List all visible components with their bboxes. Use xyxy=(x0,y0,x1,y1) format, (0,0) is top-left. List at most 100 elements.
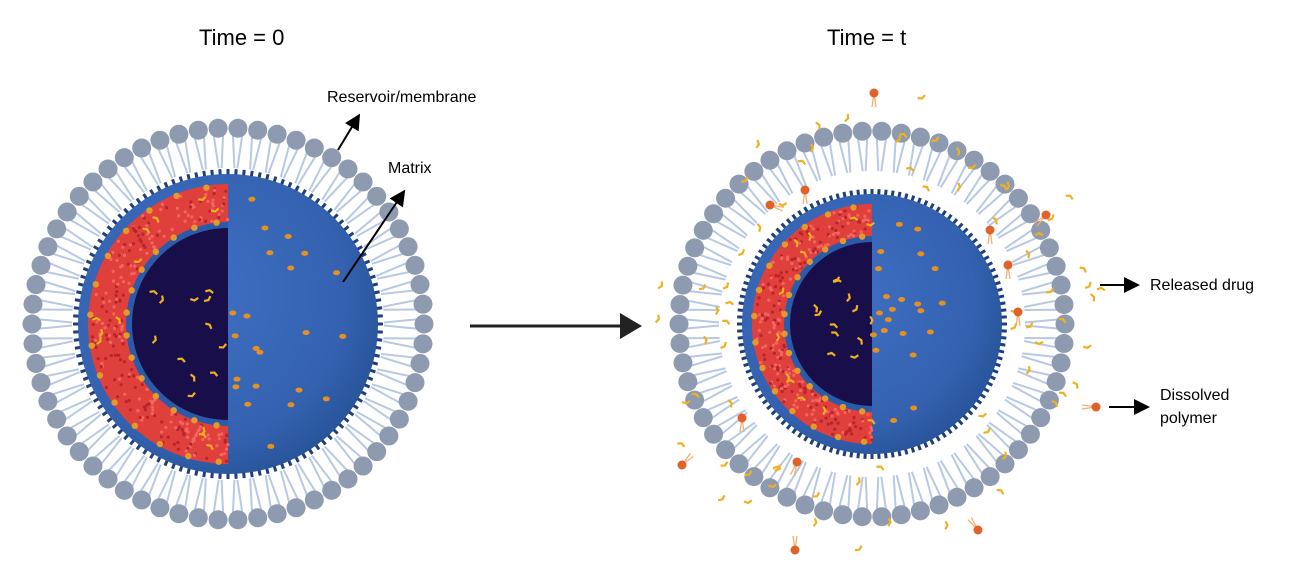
drug-molecule xyxy=(831,331,840,337)
reservoir-texture xyxy=(833,427,837,431)
core-bead xyxy=(123,309,130,316)
core-bead xyxy=(781,330,788,338)
matrix-drug-dot xyxy=(869,332,877,338)
title-time-0: Time = 0 xyxy=(199,25,285,50)
reservoir-texture xyxy=(861,419,865,423)
lipid-tail xyxy=(383,324,419,330)
polymer-head xyxy=(677,460,687,470)
drug-molecule xyxy=(717,494,726,502)
lipid-tail xyxy=(252,136,263,171)
drug-molecule xyxy=(743,499,753,505)
lipid-tail xyxy=(107,176,133,203)
lipid-tail xyxy=(864,137,869,172)
drug-molecule xyxy=(158,295,165,304)
lipid-head xyxy=(267,124,287,144)
time-arrow-head xyxy=(620,313,642,339)
reservoir-texture xyxy=(787,372,791,376)
annotation-arrows xyxy=(337,113,1150,415)
reservoir-texture xyxy=(772,384,777,388)
reservoir-texture xyxy=(107,299,112,303)
drug-molecule xyxy=(720,461,729,467)
drug-molecule xyxy=(814,310,823,317)
lipid-tail xyxy=(363,400,393,422)
matrix-drug-dot xyxy=(284,233,292,239)
lipid-head xyxy=(760,478,780,498)
matrix-drug-dot xyxy=(267,443,275,449)
drug-molecule xyxy=(851,304,859,313)
lipid-head xyxy=(150,498,170,518)
reservoir-texture xyxy=(131,226,135,230)
lipid-tail xyxy=(80,423,110,445)
reservoir-texture xyxy=(145,224,149,228)
lipid-head xyxy=(57,202,77,222)
lipid-tail xyxy=(308,456,326,489)
reservoir-texture xyxy=(186,435,190,439)
matrix-drug-dot xyxy=(909,352,917,358)
reservoir-texture xyxy=(846,221,850,225)
matrix-drug-dot xyxy=(899,331,907,337)
lipid-tail xyxy=(139,155,159,186)
reservoir-texture xyxy=(847,409,851,413)
matrix-drug-dot xyxy=(295,387,303,393)
drug-molecule xyxy=(738,248,745,257)
reservoir-texture xyxy=(781,281,785,286)
reservoir-texture xyxy=(212,188,217,192)
lipid-head xyxy=(169,124,189,144)
reservoir-texture xyxy=(790,389,794,394)
reservoir-texture xyxy=(220,209,224,213)
reservoir-texture xyxy=(859,426,863,431)
reservoir-texture xyxy=(145,387,149,391)
drug-core xyxy=(132,228,228,420)
reservoir-texture xyxy=(176,441,180,445)
lipid-tail xyxy=(975,184,999,213)
shell-bead xyxy=(850,204,857,211)
reservoir-texture xyxy=(766,282,771,286)
drug-molecule xyxy=(740,176,749,183)
lipid-head xyxy=(114,148,134,168)
core-bead xyxy=(191,417,198,424)
lipid-tail xyxy=(321,447,342,478)
drug-molecule xyxy=(1072,381,1079,389)
lipid-tail xyxy=(1006,236,1039,252)
lipid-head xyxy=(704,424,724,444)
reservoir-texture xyxy=(867,209,871,213)
lipid-tail xyxy=(220,134,225,169)
reservoir-texture xyxy=(100,321,105,326)
drug-molecule xyxy=(134,257,143,264)
reservoir-texture xyxy=(798,262,803,266)
drug-molecule xyxy=(991,216,998,225)
reservoir-texture xyxy=(140,383,144,387)
reservoir-texture xyxy=(770,310,775,314)
lipid-tail xyxy=(99,437,123,466)
reservoir-texture xyxy=(864,218,868,222)
reservoir-texture xyxy=(807,247,811,252)
lipid-tail xyxy=(847,475,852,510)
lipid-tail xyxy=(122,164,146,194)
reservoir-texture xyxy=(225,217,230,222)
reservoir-texture xyxy=(779,387,784,391)
reservoir-texture xyxy=(811,227,815,231)
reservoir-texture xyxy=(127,281,131,285)
lipid-head xyxy=(995,174,1015,194)
lipid-tail xyxy=(93,188,121,213)
reservoir-texture xyxy=(104,291,108,295)
reservoir-texture xyxy=(183,210,187,214)
drug-molecule xyxy=(725,300,735,306)
lipid-head xyxy=(1046,372,1066,392)
lipid-head xyxy=(1008,440,1028,460)
matrix-drug-dot xyxy=(322,396,330,402)
lipid-head xyxy=(729,454,749,474)
reservoir-texture xyxy=(771,321,775,325)
reservoir-texture xyxy=(217,212,221,216)
reservoir-texture xyxy=(199,425,203,429)
reservoir-texture xyxy=(128,408,132,412)
drug-molecule xyxy=(1096,286,1106,292)
lipid-tail xyxy=(74,413,102,438)
reservoir-texture xyxy=(826,422,830,426)
reservoir-texture xyxy=(114,285,119,289)
drug-molecule xyxy=(906,166,915,172)
drug-molecule xyxy=(702,335,708,345)
lipid-tail xyxy=(726,204,756,227)
lipid-head xyxy=(729,174,749,194)
reservoir-texture xyxy=(145,251,149,255)
